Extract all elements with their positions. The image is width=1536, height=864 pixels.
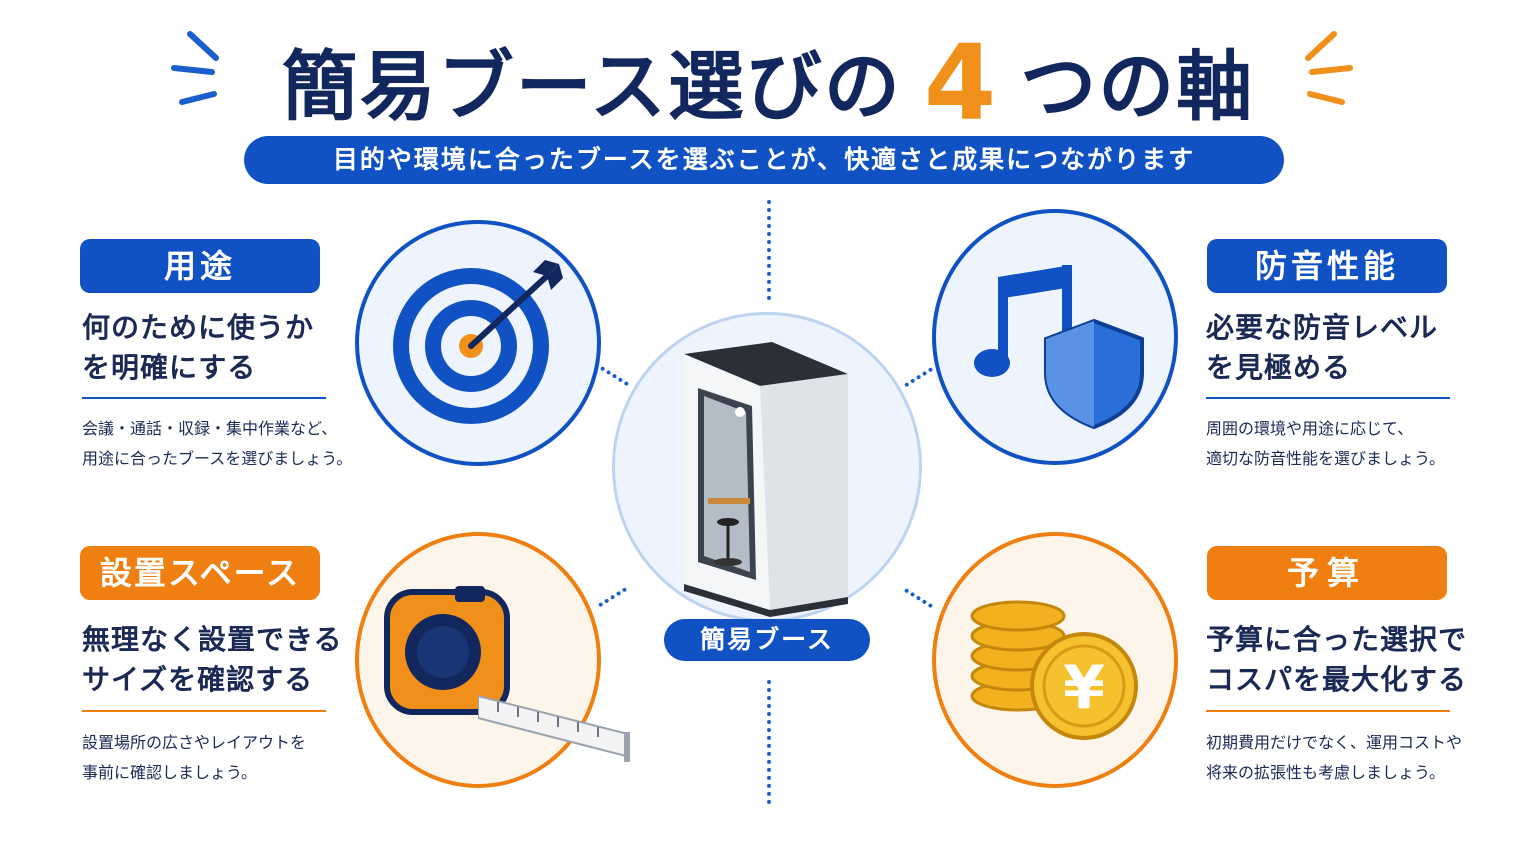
desc-installation-space-line2: 事前に確認しましょう。 bbox=[82, 763, 258, 782]
connector-top bbox=[767, 200, 771, 300]
heading-installation-space-line1: 無理なく設置できる bbox=[82, 623, 343, 656]
subtitle-banner: 目的や環境に合ったブースを選ぶことが、快適さと成果につながります bbox=[244, 136, 1284, 184]
heading-soundproofing-line1: 必要な防音レベル bbox=[1206, 311, 1439, 344]
title-number: 4 bbox=[923, 22, 999, 144]
desc-budget-line1: 初期費用だけでなく、運用コストや bbox=[1206, 733, 1463, 752]
tag-usage: 用途 bbox=[80, 239, 320, 293]
tag-soundproofing: 防音性能 bbox=[1207, 239, 1447, 293]
desc-budget: 初期費用だけでなく、運用コストや 将来の拡張性も考慮しましょう。 bbox=[1206, 728, 1462, 788]
desc-soundproofing: 周囲の環境や用途に応じて、 適切な防音性能を選びましょう。 bbox=[1206, 414, 1445, 474]
desc-installation-space-line1: 設置場所の広さやレイアウトを bbox=[82, 733, 307, 752]
heading-budget: 予算に合った選択で コスパを最大化する bbox=[1206, 620, 1467, 700]
heading-installation-space-line2: サイズを確認する bbox=[82, 663, 314, 696]
budget-circle: ¥ bbox=[932, 532, 1178, 788]
booth-icon bbox=[684, 342, 848, 617]
divider-budget bbox=[1206, 710, 1450, 712]
yen-coins-icon: ¥ bbox=[970, 600, 1138, 740]
tape-measure-icon bbox=[384, 586, 510, 715]
heading-soundproofing-line2: を見極める bbox=[1206, 351, 1352, 384]
title-text-before: 簡易ブース選びの bbox=[281, 42, 902, 131]
heading-soundproofing: 必要な防音レベル を見極める bbox=[1206, 308, 1438, 388]
installation-space-circle bbox=[355, 532, 601, 788]
heading-budget-line1: 予算に合った選択で bbox=[1206, 623, 1468, 656]
desc-usage-line2: 用途に合ったブースを選びましょう。 bbox=[82, 449, 353, 468]
center-label: 簡易ブース bbox=[664, 619, 870, 661]
title-text-after: つの軸 bbox=[1020, 42, 1255, 131]
right-burst-decoration bbox=[1305, 31, 1353, 105]
connector-bottom bbox=[767, 680, 771, 804]
soundproofing-circle bbox=[932, 209, 1178, 465]
heading-usage-line2: を明確にする bbox=[82, 351, 257, 384]
music-note-shield-icon bbox=[974, 265, 1144, 430]
desc-soundproofing-line2: 適切な防音性能を選びましょう。 bbox=[1206, 449, 1446, 468]
usage-circle bbox=[355, 220, 601, 466]
tag-installation-space: 設置スペース bbox=[80, 546, 320, 600]
svg-text:¥: ¥ bbox=[1063, 653, 1105, 723]
heading-usage: 何のために使うか を明確にする bbox=[82, 308, 314, 388]
desc-budget-line2: 将来の拡張性も考慮しましょう。 bbox=[1206, 763, 1446, 782]
target-icon bbox=[393, 260, 563, 424]
divider-installation-space bbox=[82, 710, 326, 712]
divider-usage bbox=[82, 397, 326, 399]
desc-soundproofing-line1: 周囲の環境や用途に応じて、 bbox=[1206, 419, 1414, 438]
heading-usage-line1: 何のために使うか bbox=[82, 311, 315, 344]
divider-soundproofing bbox=[1206, 397, 1450, 399]
heading-installation-space: 無理なく設置できる サイズを確認する bbox=[82, 620, 342, 700]
left-burst-decoration bbox=[171, 31, 219, 105]
center-booth-circle bbox=[612, 312, 922, 622]
desc-usage-line1: 会議・通話・収録・集中作業など、 bbox=[82, 419, 338, 438]
desc-usage: 会議・通話・収録・集中作業など、 用途に合ったブースを選びましょう。 bbox=[82, 414, 352, 474]
tag-budget: 予算 bbox=[1207, 546, 1447, 600]
tape-blade bbox=[478, 694, 630, 762]
heading-budget-line2: コスパを最大化する bbox=[1206, 663, 1468, 696]
desc-installation-space: 設置場所の広さやレイアウトを 事前に確認しましょう。 bbox=[82, 728, 306, 788]
